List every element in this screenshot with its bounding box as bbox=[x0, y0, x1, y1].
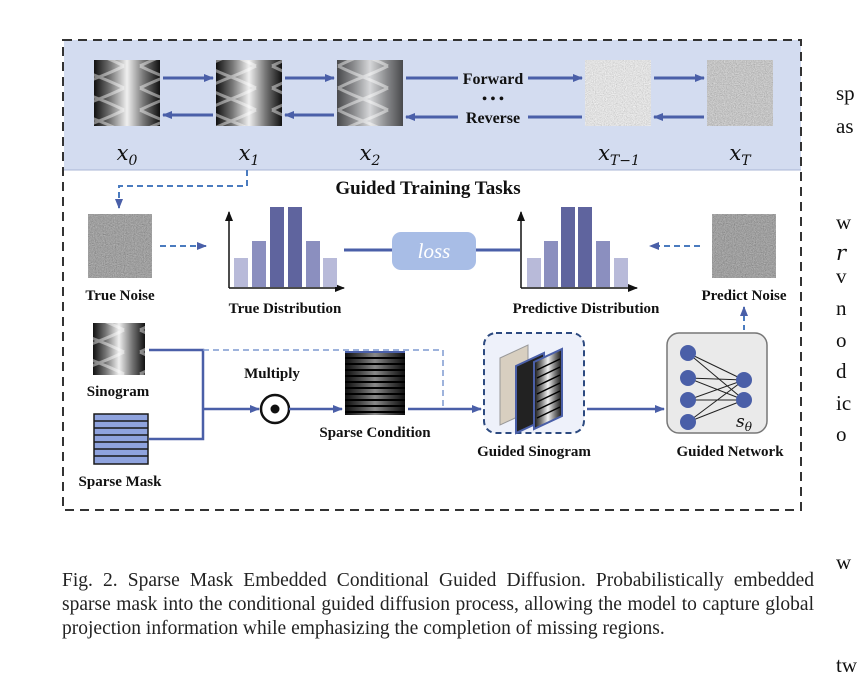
side-text-11: w bbox=[836, 550, 852, 574]
multiply-operator-icon bbox=[259, 393, 291, 425]
guided-sinogram-image bbox=[499, 344, 563, 435]
image-x2 bbox=[337, 60, 403, 126]
sparse-mask-label: Sparse Mask bbox=[79, 474, 163, 490]
side-text-12: tw bbox=[836, 653, 857, 677]
true-dist-bar-4 bbox=[288, 207, 302, 287]
side-text-10: o bbox=[836, 422, 847, 446]
state-label-x2: x2 bbox=[360, 141, 381, 169]
side-text-9: ic bbox=[836, 391, 852, 415]
section-title: Guided Training Tasks bbox=[335, 178, 520, 199]
diffusion-panel bbox=[64, 40, 801, 170]
network-symbol: sθ bbox=[736, 412, 753, 434]
state-label-xT-minus-1: xT−1 bbox=[598, 141, 640, 169]
diagram-figure: Forward • • • Reverse x0 x1 x2 xT−1 xT G… bbox=[62, 39, 802, 511]
sparse-condition-label: Sparse Condition bbox=[319, 425, 431, 441]
side-text-2: as bbox=[836, 114, 854, 138]
image-x0 bbox=[94, 60, 160, 126]
true-dist-bar-2 bbox=[252, 241, 266, 287]
predictive-distribution-label: Predictive Distribution bbox=[513, 301, 660, 317]
true-dist-bar-1 bbox=[234, 258, 248, 287]
dashed-skip-path bbox=[203, 349, 444, 409]
side-text-5: v bbox=[836, 264, 847, 288]
side-text-4: r bbox=[836, 241, 847, 265]
figure-border bbox=[62, 39, 802, 511]
state-label-x0: x0 bbox=[117, 141, 138, 169]
pred-dist-bar-4 bbox=[578, 207, 592, 287]
sinogram-label: Sinogram bbox=[87, 384, 150, 400]
image-xT bbox=[707, 60, 773, 126]
guided-network-label: Guided Network bbox=[676, 444, 784, 460]
true-dist-bar-3 bbox=[270, 207, 284, 287]
pred-dist-bar-6 bbox=[614, 258, 628, 287]
reverse-label: Reverse bbox=[466, 110, 520, 127]
sparse-mask-image bbox=[93, 413, 149, 465]
true-noise-label: True Noise bbox=[85, 288, 155, 304]
multiply-label: Multiply bbox=[244, 366, 300, 382]
predict-noise-image bbox=[712, 214, 776, 278]
sinogram-image bbox=[93, 323, 145, 375]
pred-dist-bar-3 bbox=[561, 207, 575, 287]
sparse-condition-image bbox=[345, 351, 405, 415]
forward-label: Forward bbox=[463, 71, 524, 88]
state-label-xT: xT bbox=[729, 141, 752, 169]
state-label-x1: x1 bbox=[239, 141, 260, 169]
side-text-7: o bbox=[836, 328, 847, 352]
true-dist-bar-6 bbox=[323, 258, 337, 287]
pred-dist-bar-5 bbox=[596, 241, 610, 287]
true-noise-image bbox=[88, 214, 152, 278]
true-dist-bar-5 bbox=[306, 241, 320, 287]
pred-dist-bar-2 bbox=[544, 241, 558, 287]
image-x1 bbox=[216, 60, 282, 126]
sinogram-path bbox=[149, 348, 205, 409]
loss-label: loss bbox=[418, 239, 451, 263]
side-text-1: sp bbox=[836, 81, 855, 105]
guided-sinogram-label: Guided Sinogram bbox=[477, 444, 591, 460]
predict-noise-label: Predict Noise bbox=[701, 288, 786, 304]
dashed-connector-x1 bbox=[115, 170, 248, 209]
loss-box bbox=[392, 232, 476, 270]
figure-caption: Fig. 2. Sparse Mask Embedded Conditional… bbox=[62, 570, 814, 639]
mask-path bbox=[149, 409, 205, 441]
neural-network-icon bbox=[680, 345, 752, 430]
ellipsis-dots: • • • bbox=[482, 92, 504, 107]
side-text-6: n bbox=[836, 296, 847, 320]
image-xT-minus-1 bbox=[585, 60, 651, 126]
pred-dist-bar-1 bbox=[527, 258, 541, 287]
side-text-8: d bbox=[836, 359, 847, 383]
side-text-3: w bbox=[836, 210, 852, 234]
true-distribution-label: True Distribution bbox=[229, 301, 342, 317]
